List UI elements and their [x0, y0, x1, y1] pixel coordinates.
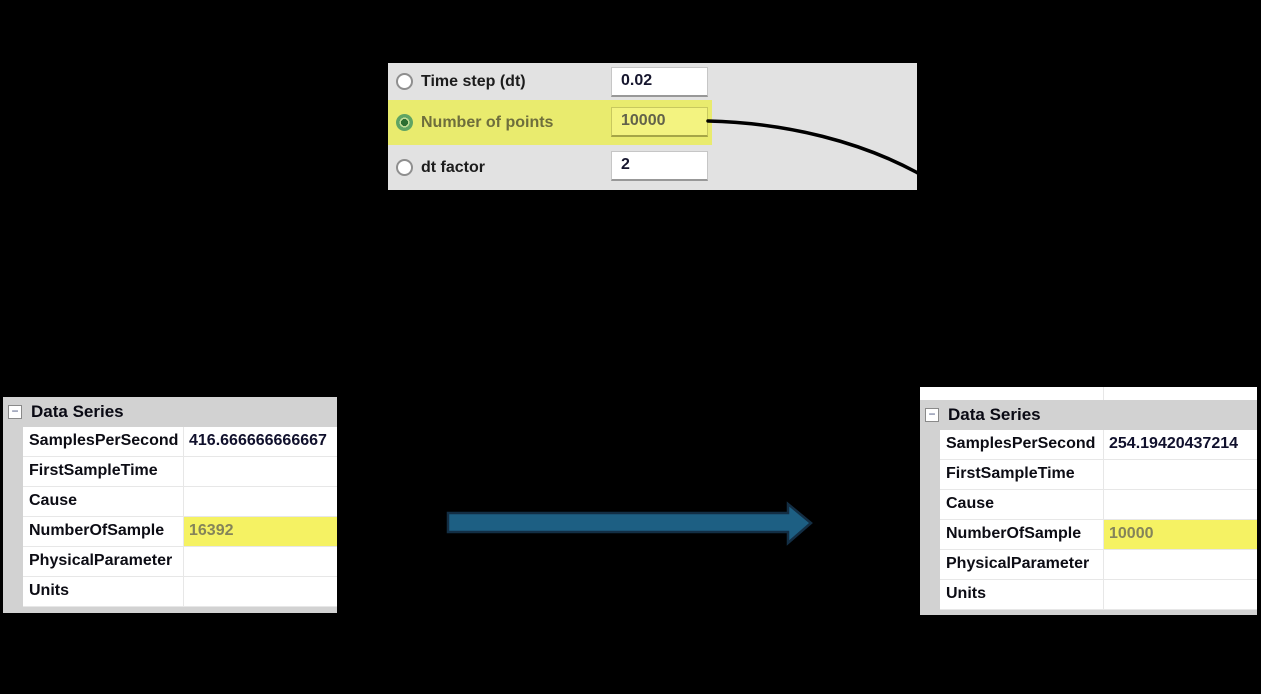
- property-value[interactable]: [1104, 460, 1257, 490]
- after-property-grid: − Data Series SamplesPerSecond 254.19420…: [920, 387, 1257, 615]
- grid-bottom-edge: [920, 610, 1257, 615]
- property-label: PhysicalParameter: [23, 547, 184, 577]
- property-label: Cause: [23, 487, 184, 517]
- property-value[interactable]: [184, 487, 337, 517]
- table-row: NumberOfSample 10000: [920, 520, 1257, 550]
- number-of-points-row: Number of points 10000: [388, 100, 917, 145]
- dt-factor-radio[interactable]: [396, 159, 413, 176]
- property-label: Cause: [940, 490, 1104, 520]
- property-value[interactable]: 254.19420437214: [1104, 430, 1257, 460]
- row-gutter: [920, 490, 940, 520]
- before-property-grid: − Data Series SamplesPerSecond 416.66666…: [3, 397, 337, 613]
- time-step-label: Time step (dt): [421, 72, 526, 90]
- table-row: PhysicalParameter: [920, 550, 1257, 580]
- table-row: FirstSampleTime: [920, 460, 1257, 490]
- time-step-radio[interactable]: [396, 73, 413, 90]
- dt-factor-input[interactable]: 2: [611, 151, 708, 181]
- row-gutter: [3, 547, 23, 577]
- property-value[interactable]: [1104, 490, 1257, 520]
- row-gutter: [920, 550, 940, 580]
- row-gutter: [3, 517, 23, 547]
- before-grid-header: − Data Series: [3, 397, 337, 427]
- property-label: FirstSampleTime: [23, 457, 184, 487]
- row-gutter: [920, 430, 940, 460]
- table-row: Cause: [3, 487, 337, 517]
- property-value-highlighted[interactable]: 16392: [184, 517, 337, 547]
- property-value[interactable]: [184, 547, 337, 577]
- time-step-input[interactable]: 0.02: [611, 67, 708, 97]
- table-row: NumberOfSample 16392: [3, 517, 337, 547]
- after-grid-title: Data Series: [948, 405, 1041, 424]
- row-gutter: [920, 520, 940, 550]
- property-value[interactable]: [184, 457, 337, 487]
- property-label: NumberOfSample: [940, 520, 1104, 550]
- property-label: SamplesPerSecond: [23, 427, 184, 457]
- property-value[interactable]: [1104, 580, 1257, 610]
- sampling-options-panel: Time step (dt) 0.02 Number of points 100…: [388, 63, 917, 190]
- sliver-value-cell: [1104, 387, 1257, 400]
- row-gutter: [920, 460, 940, 490]
- clipped-row-sliver: [920, 387, 1257, 400]
- table-row: Units: [3, 577, 337, 607]
- property-label: Units: [940, 580, 1104, 610]
- row-gutter: [3, 487, 23, 517]
- row-gutter: [3, 577, 23, 607]
- table-row: FirstSampleTime: [3, 457, 337, 487]
- property-label: NumberOfSample: [23, 517, 184, 547]
- property-value[interactable]: [1104, 550, 1257, 580]
- property-value[interactable]: [184, 577, 337, 607]
- time-step-row: Time step (dt) 0.02: [388, 63, 917, 100]
- before-grid-title: Data Series: [31, 402, 124, 421]
- property-label: FirstSampleTime: [940, 460, 1104, 490]
- property-label: PhysicalParameter: [940, 550, 1104, 580]
- number-of-points-label: Number of points: [421, 113, 554, 131]
- property-value[interactable]: 416.666666666667: [184, 427, 337, 457]
- table-row: Cause: [920, 490, 1257, 520]
- right-block-arrow-icon: [446, 501, 813, 546]
- dt-factor-label: dt factor: [421, 158, 485, 176]
- after-grid-header: − Data Series: [920, 400, 1257, 430]
- table-row: SamplesPerSecond 254.19420437214: [920, 430, 1257, 460]
- property-value-highlighted[interactable]: 10000: [1104, 520, 1257, 550]
- collapse-minus-icon[interactable]: −: [925, 408, 939, 422]
- table-row: PhysicalParameter: [3, 547, 337, 577]
- grid-bottom-edge: [3, 607, 337, 612]
- property-label: SamplesPerSecond: [940, 430, 1104, 460]
- sliver-label-cell: [920, 387, 1104, 400]
- collapse-minus-icon[interactable]: −: [8, 405, 22, 419]
- property-label: Units: [23, 577, 184, 607]
- table-row: Units: [920, 580, 1257, 610]
- row-gutter: [920, 580, 940, 610]
- dt-factor-row: dt factor 2: [388, 145, 917, 190]
- table-row: SamplesPerSecond 416.666666666667: [3, 427, 337, 457]
- row-gutter: [3, 427, 23, 457]
- number-of-points-radio[interactable]: [396, 114, 413, 131]
- number-of-points-input[interactable]: 10000: [611, 107, 708, 137]
- row-gutter: [3, 457, 23, 487]
